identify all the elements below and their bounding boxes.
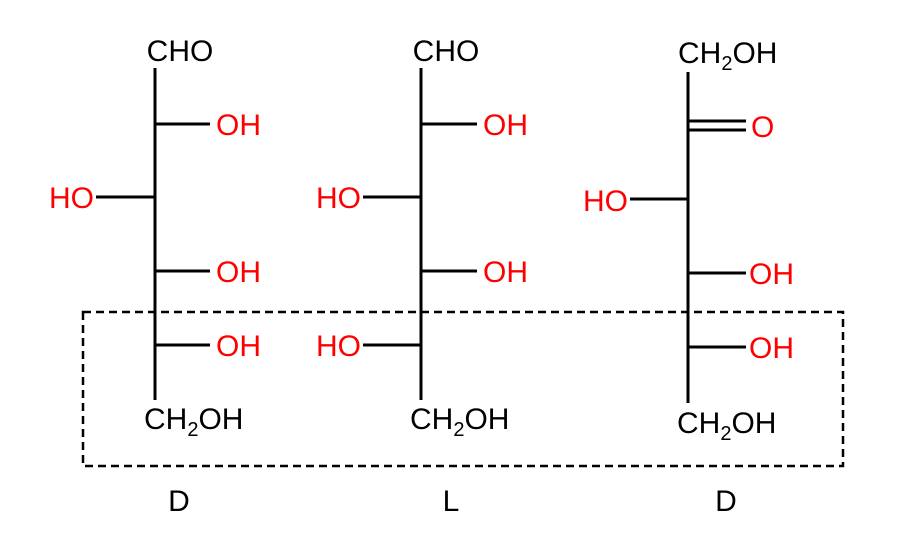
structure-2: CHO OH HO OH HO CH2OH L [316, 35, 528, 518]
structure-2-substituent-1: OH [483, 109, 528, 142]
stereocenter-highlight-box [81, 310, 845, 468]
structure-2-configuration-label: L [443, 485, 460, 518]
structure-2-substituent-4: HO [316, 330, 361, 363]
structure-1: CHO OH HO OH OH CH2OH D [49, 35, 261, 518]
structure-3-bottom-group: CH2OH [677, 407, 776, 445]
structure-3-carbonyl-oxygen: O [751, 111, 774, 144]
structure-1-substituent-3: OH [216, 256, 261, 289]
structure-3-substituent-1: HO [583, 185, 628, 218]
structure-1-substituent-4: OH [216, 330, 261, 363]
structure-3-top-group: CH2OH [678, 37, 777, 75]
structure-1-top-group: CHO [147, 35, 214, 68]
structure-2-substituent-2: HO [316, 182, 361, 215]
structure-3-substituent-2: OH [749, 258, 794, 291]
structure-2-top-group: CHO [413, 35, 480, 68]
structure-1-configuration-label: D [168, 485, 190, 518]
structure-3-substituent-3: OH [749, 332, 794, 365]
structure-1-substituent-2: HO [49, 182, 94, 215]
structure-2-bottom-group: CH2OH [410, 403, 509, 441]
structure-2-substituent-3: OH [483, 256, 528, 289]
structure-3-configuration-label: D [715, 485, 737, 518]
structure-1-bottom-group: CH2OH [144, 403, 243, 441]
structure-1-substituent-1: OH [216, 109, 261, 142]
structure-3: CH2OH O HO OH OH CH2OH D [583, 37, 794, 518]
